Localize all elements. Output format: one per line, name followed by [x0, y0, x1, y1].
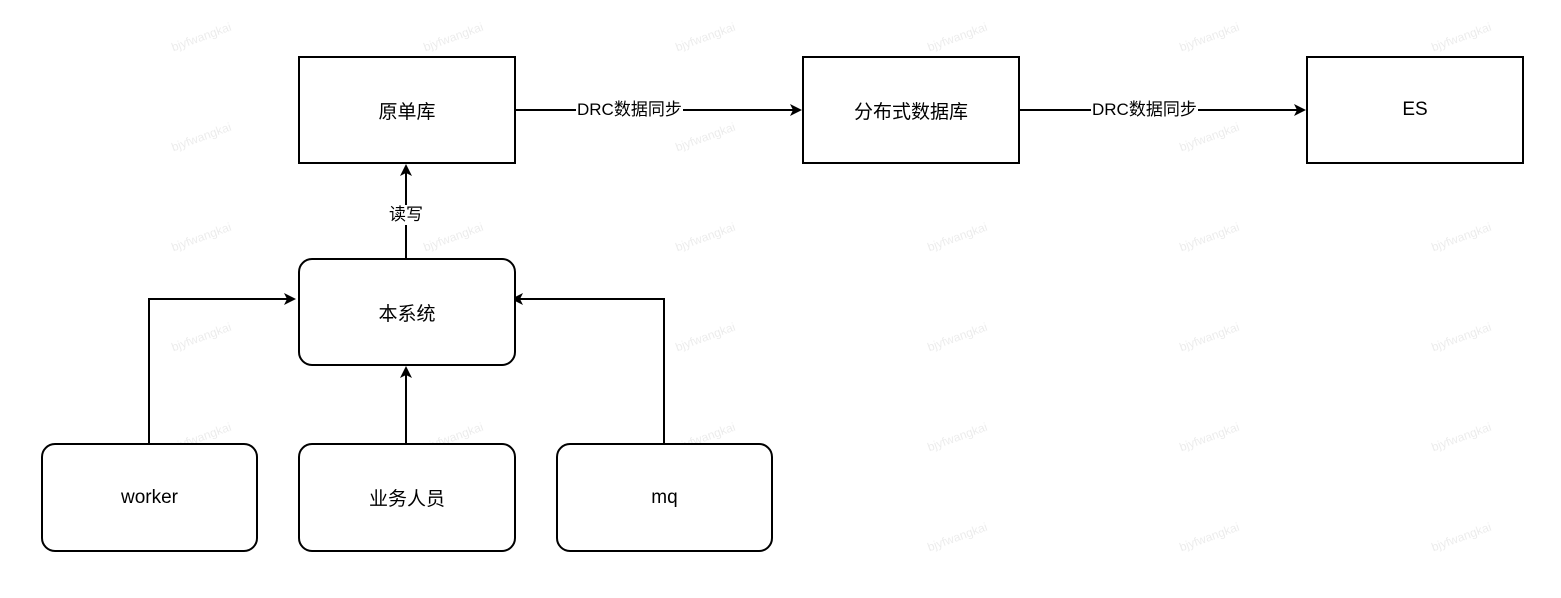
node-this-system: 本系统: [298, 258, 516, 366]
node-orig-db: 原单库: [298, 56, 516, 164]
edge-label-sync-1: DRC数据同步: [576, 100, 683, 120]
node-es: ES: [1306, 56, 1524, 164]
edge-worker-to-system: [148, 293, 296, 443]
edge-label-read-write: 读写: [388, 205, 424, 225]
edge-label-sync-2: DRC数据同步: [1091, 100, 1198, 120]
node-biz-staff: 业务人员: [298, 443, 516, 552]
node-mq: mq: [556, 443, 773, 552]
edge-mq-to-system: [511, 293, 665, 443]
node-dist-db: 分布式数据库: [802, 56, 1020, 164]
node-worker: worker: [41, 443, 258, 552]
